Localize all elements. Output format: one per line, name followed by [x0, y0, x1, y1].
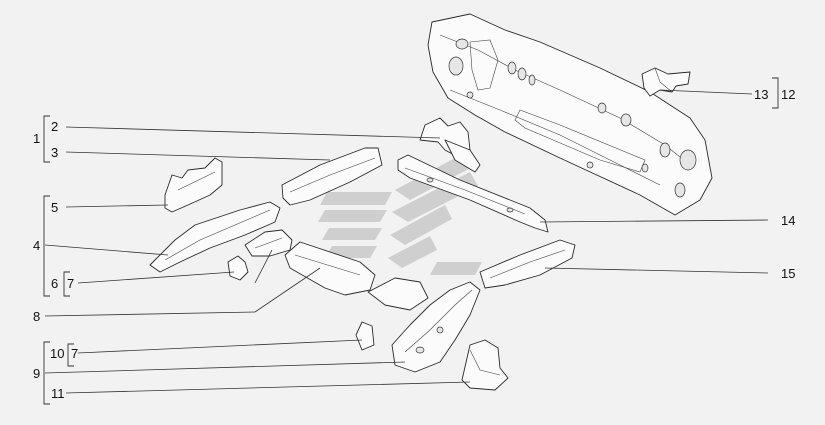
watermark-logo: [318, 150, 482, 275]
callout-3: 3: [51, 145, 58, 160]
callout-6: 6: [51, 276, 58, 291]
callout-7-upper: 7: [67, 276, 74, 291]
leader-2: [65, 126, 441, 139]
bracket-4: [43, 195, 50, 297]
leader-8: [44, 311, 256, 317]
part-crossmember: [397, 154, 549, 233]
part-bracket-2: [419, 117, 481, 173]
part-floor-rail-8: [284, 241, 429, 311]
leader-8b: [254, 267, 321, 313]
leader-5: [65, 204, 169, 208]
leader-14: [539, 219, 769, 223]
leader-7-upper: [77, 271, 235, 284]
leader-4: [44, 244, 169, 256]
callout-10: 10: [50, 346, 64, 361]
bracket-9: [43, 341, 50, 405]
leader-15: [544, 267, 769, 274]
callout-7-lower: 7: [71, 346, 78, 361]
bracket-1: [43, 115, 50, 163]
part-clip-7-upper: [227, 255, 249, 281]
part-bracket-11: [461, 339, 509, 391]
leader-7-lower: [77, 339, 363, 354]
leader-13: [659, 89, 753, 95]
bracket-10: [67, 343, 74, 367]
callout-1: 1: [33, 131, 40, 146]
leader-lines: [44, 89, 769, 394]
part-bracket-5: [164, 157, 223, 213]
part-front-frame-9: [391, 281, 481, 373]
callout-14: 14: [781, 213, 795, 228]
leader-9: [44, 361, 406, 374]
callout-15: 15: [781, 266, 795, 281]
bracket-6: [63, 271, 70, 297]
bracket-12: [772, 77, 779, 109]
callout-11: 11: [51, 386, 65, 401]
leader-6: [254, 249, 273, 284]
callout-brackets: [43, 77, 779, 405]
callout-12: 12: [781, 87, 795, 102]
part-rear-panel: [427, 13, 713, 216]
part-small-bracket: [641, 67, 691, 97]
callout-13: 13: [754, 87, 768, 102]
callout-5: 5: [51, 200, 58, 215]
callout-9: 9: [33, 366, 40, 381]
part-bracket-6: [244, 229, 293, 257]
part-sill-member-4: [149, 201, 281, 273]
leader-3: [65, 151, 331, 161]
callout-8: 8: [33, 309, 40, 324]
part-side-rail-3: [281, 147, 383, 206]
callout-2: 2: [51, 119, 58, 134]
part-rail-15: [479, 239, 576, 289]
leader-11: [65, 381, 471, 394]
callout-4: 4: [33, 238, 40, 253]
part-clip-7-lower: [355, 321, 375, 351]
callout-labels: 1 2 3 4 5 6 7 8 9 10 7 11 12 13 14 15: [33, 87, 795, 401]
